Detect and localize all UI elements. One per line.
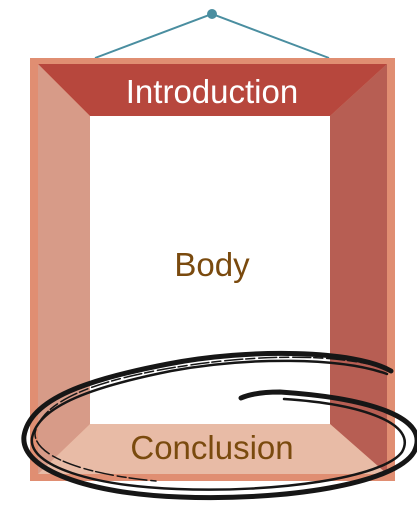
conclusion-label: Conclusion: [130, 429, 293, 466]
hanger: [95, 9, 329, 58]
body-label: Body: [174, 246, 250, 283]
frame-left-bevel: [38, 64, 90, 474]
frame-right-bevel: [330, 64, 387, 474]
introduction-label: Introduction: [126, 73, 298, 110]
hanging-string: [95, 14, 329, 58]
nail-icon: [207, 9, 217, 19]
